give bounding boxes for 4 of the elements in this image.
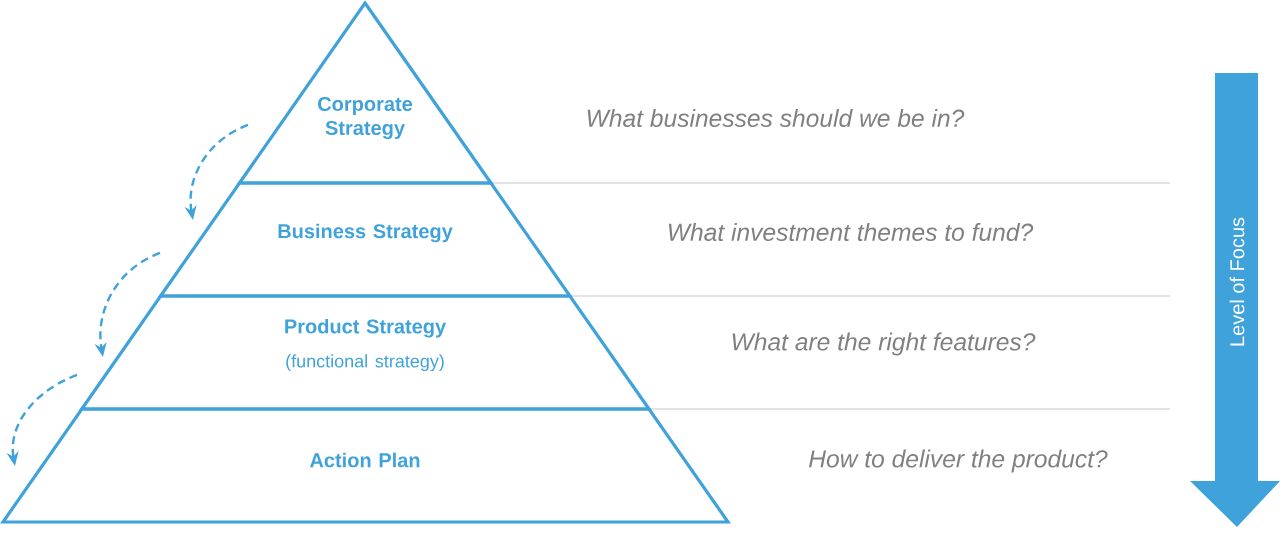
question-text: What businesses should we be in? bbox=[587, 108, 965, 128]
question-text: What are the right features? bbox=[732, 332, 1036, 356]
question-text: How to deliver the product? bbox=[809, 449, 1108, 473]
question-text: What investment themes to fund? bbox=[668, 222, 1034, 242]
